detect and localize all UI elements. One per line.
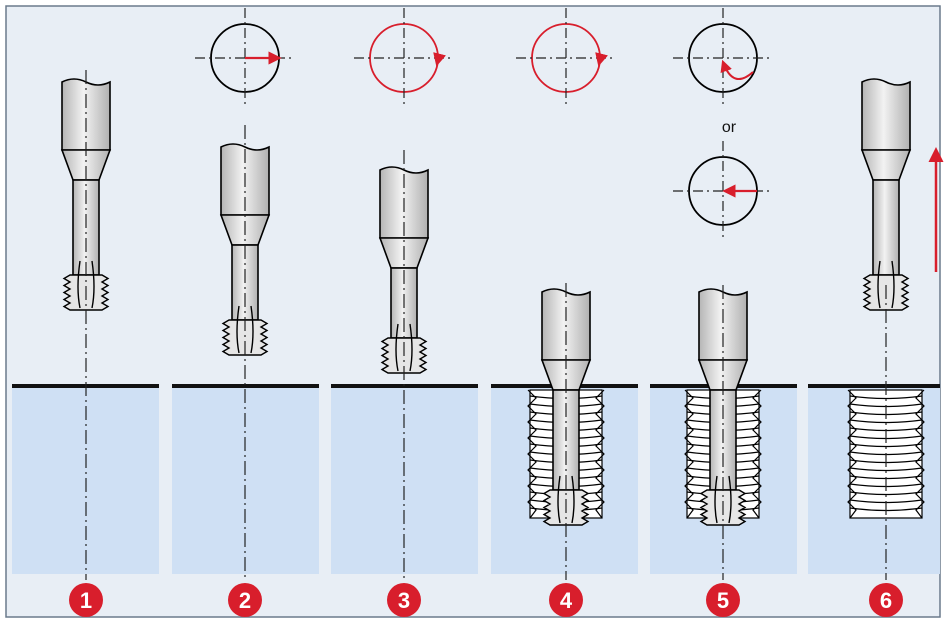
centerlines: [85, 70, 887, 580]
step-number-4: 4: [560, 588, 573, 613]
step-badge-circle: [869, 583, 903, 617]
step-badge-circle: [69, 583, 103, 617]
tool-step-1: [60, 78, 112, 311]
step-number-3: 3: [398, 588, 410, 613]
step-badge-3: 3: [387, 583, 421, 617]
tool-step-5: [697, 288, 749, 526]
circular-entry-icon: [354, 8, 454, 108]
radial-feed-out-icon: [673, 141, 773, 241]
step-number-2: 2: [239, 588, 251, 613]
motion-circles: [195, 8, 773, 241]
step-badge-circle: [706, 583, 740, 617]
step-badge-6: 6: [869, 583, 903, 617]
step-number-5: 5: [717, 588, 729, 613]
step-badge-circle: [228, 583, 262, 617]
step-badge-1: 1: [69, 583, 103, 617]
radial-feed-in-icon: [195, 8, 295, 108]
step-number-1: 1: [80, 588, 92, 613]
step-number-6: 6: [880, 588, 892, 613]
step-badge-5: 5: [706, 583, 740, 617]
step-badge-2: 2: [228, 583, 262, 617]
full-circle-icon: [516, 8, 616, 108]
step-badge-4: 4: [549, 583, 583, 617]
step-badge-circle: [387, 583, 421, 617]
or-label: or: [722, 119, 737, 136]
tool-step-4: [540, 288, 592, 526]
step-badge-circle: [549, 583, 583, 617]
thread-mill-tools: [60, 78, 912, 526]
tool-step-6: [860, 78, 912, 311]
circular-exit-icon: [673, 8, 773, 108]
step-numbers: 1 2 3 4 5 6: [69, 583, 903, 617]
